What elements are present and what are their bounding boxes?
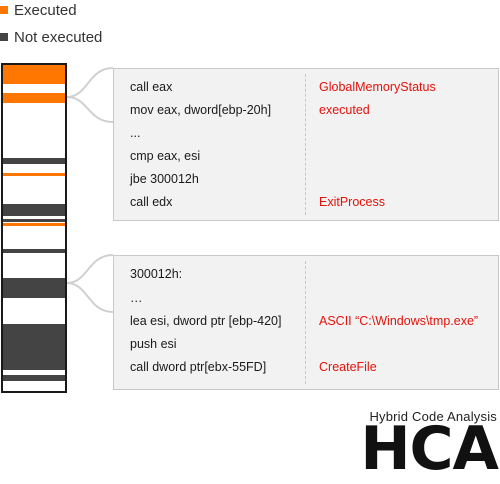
legend-not-executed-label: Not executed xyxy=(14,28,103,46)
not-executed-block xyxy=(3,249,65,253)
instruction: push esi xyxy=(130,337,177,351)
code-box-1: call eax GlobalMemoryStatus mov eax, dwo… xyxy=(113,68,499,221)
instruction: call dword ptr[ebx-55FD] xyxy=(130,360,267,374)
not-executed-block xyxy=(3,324,65,370)
legend-not-executed: Not executed xyxy=(0,27,102,47)
not-executed-block xyxy=(3,158,65,164)
not-executed-block xyxy=(3,219,65,222)
executed-block xyxy=(3,93,65,103)
connector-box1-top xyxy=(66,67,114,98)
connector-box2-bottom xyxy=(66,282,114,313)
not-executed-swatch xyxy=(0,33,8,41)
annotation: CreateFile xyxy=(319,360,377,374)
executed-block xyxy=(3,65,65,84)
instruction: jbe 300012h xyxy=(130,172,199,186)
connector-box1-bottom xyxy=(66,96,114,123)
code-row: mov eax, dword[ebp-20h] executed xyxy=(114,99,498,122)
instruction: call eax xyxy=(130,80,173,94)
code-row: push esi xyxy=(114,333,498,356)
code-row: ... xyxy=(114,122,498,145)
code-row: … xyxy=(114,287,498,310)
code-row: cmp eax, esi xyxy=(114,145,498,168)
annotation: GlobalMemoryStatus xyxy=(319,80,436,94)
code-row: jbe 300012h xyxy=(114,168,498,191)
instruction: ... xyxy=(130,126,141,140)
executed-block xyxy=(3,173,65,176)
instruction: cmp eax, esi xyxy=(130,149,201,163)
brand-subtitle: Hybrid Code Analysis xyxy=(369,409,497,424)
not-executed-block xyxy=(3,204,65,216)
code-row: call eax GlobalMemoryStatus xyxy=(114,76,498,99)
legend-executed: Executed xyxy=(0,0,77,20)
instruction: mov eax, dword[ebp-20h] xyxy=(130,103,272,117)
instruction: call edx xyxy=(130,195,173,209)
code-coverage-strip xyxy=(1,63,67,393)
instruction: … xyxy=(130,291,143,305)
not-executed-block xyxy=(3,278,65,298)
executed-swatch xyxy=(0,6,8,14)
code-box-2: 300012h: … lea esi, dword ptr [ebp-420] … xyxy=(113,255,499,390)
column-divider xyxy=(305,74,306,215)
instruction: lea esi, dword ptr [ebp-420] xyxy=(130,314,282,328)
column-divider xyxy=(305,261,306,384)
connector-box2-top xyxy=(66,254,114,284)
instruction: 300012h: xyxy=(130,267,183,281)
executed-block xyxy=(3,223,65,226)
code-row: call edx ExitProcess xyxy=(114,191,498,214)
annotation: ExitProcess xyxy=(319,195,385,209)
brand-logo-text: HCA xyxy=(360,414,499,484)
code-row: 300012h: xyxy=(114,263,498,286)
legend-executed-label: Executed xyxy=(14,1,77,19)
not-executed-block xyxy=(3,375,65,381)
code-row: call dword ptr[ebx-55FD] CreateFile xyxy=(114,356,498,379)
code-row: lea esi, dword ptr [ebp-420] ASCII “C:\W… xyxy=(114,310,498,333)
annotation: ASCII “C:\Windows\tmp.exe” xyxy=(319,314,479,328)
annotation: executed xyxy=(319,103,370,117)
